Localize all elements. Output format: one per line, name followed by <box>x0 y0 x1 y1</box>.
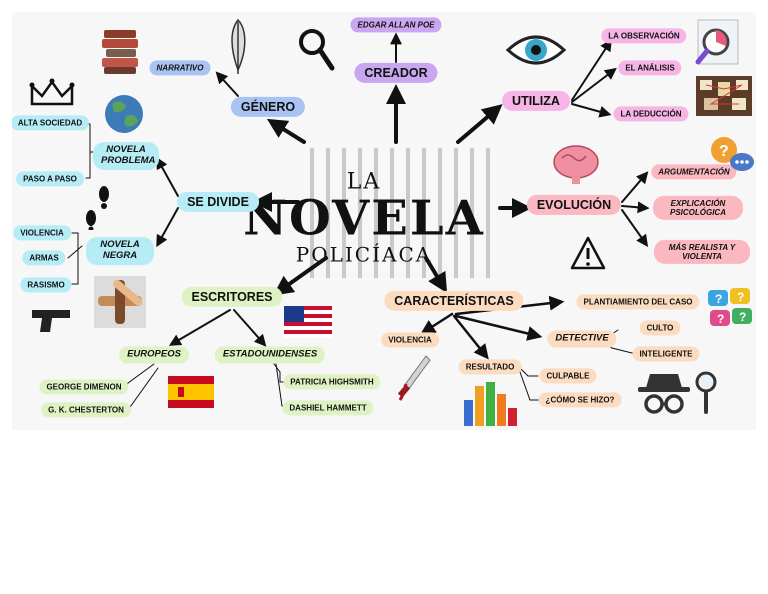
node-estadounidenses: ESTADOUNIDENSES <box>214 346 326 364</box>
node-utiliza: UTILIZA <box>502 90 570 112</box>
magnifying-glass-icon <box>299 29 335 71</box>
question-bubbles-icon: ? ? ? ? <box>708 288 752 326</box>
gun-icon <box>32 310 70 332</box>
svg-text:?: ? <box>739 310 746 324</box>
node-caracteristicas: CARACTERÍSTICAS <box>384 290 524 312</box>
node-europeos: EUROPEOS <box>119 346 189 364</box>
svg-text:?: ? <box>715 292 722 306</box>
node-rasismo: RASISMO <box>20 277 72 293</box>
node-la-deduccion: LA DEDUCCIÓN <box>613 106 689 122</box>
node-alta-sociedad: ALTA SOCIEDAD <box>12 115 90 131</box>
node-novela-negra: NOVELA NEGRA <box>86 237 154 265</box>
svg-text:?: ? <box>737 290 744 304</box>
node-violencia-negra: VIOLENCIA <box>13 225 71 241</box>
eye-icon <box>505 35 567 65</box>
node-culto: CULTO <box>639 320 681 336</box>
node-planteamiento-del-caso: PLANTIAMIENTO DEL CASO <box>576 294 700 310</box>
node-detective: DETECTIVE <box>547 330 617 348</box>
node-argumentacion: ARGUMENTACIÓN <box>651 164 737 180</box>
bar-chart-icon <box>464 382 517 426</box>
node-inteligente: INTELIGENTE <box>632 346 700 362</box>
spain-flag-icon <box>168 376 214 408</box>
books-icon <box>102 30 138 74</box>
node-se-divide: SE DIVIDE <box>177 191 259 213</box>
node-gk-chesterton: G. K. CHESTERTON <box>41 402 131 418</box>
title-article: LA <box>346 169 382 195</box>
node-novela-problema: NOVELA PROBLEMA <box>93 142 159 170</box>
chart-magnifier-icon <box>695 19 739 65</box>
node-como-se-hizo: ¿CÓMO SE HIZO? <box>538 392 622 408</box>
node-genero: GÉNERO <box>230 96 306 118</box>
node-escritores: ESCRITORES <box>181 286 283 308</box>
detective-spy-icon <box>638 374 690 414</box>
node-explicacion-psicologica: EXPLICACIÓN PSICOLÓGICA <box>653 195 743 221</box>
knife-icon <box>397 355 431 401</box>
svg-text:?: ? <box>717 312 724 326</box>
node-patricia-highsmith: PATRICIA HIGHSMITH <box>283 374 381 390</box>
crown-icon <box>29 78 75 106</box>
node-culpable: CULPABLE <box>539 368 597 384</box>
hands-icon <box>94 276 146 328</box>
title-background-lines <box>302 148 502 278</box>
node-armas: ARMAS <box>22 250 66 266</box>
node-mas-realista-y-violenta: MÁS REALISTA Y VIOLENTA <box>654 239 750 265</box>
globe-icon <box>105 95 143 133</box>
brain-icon <box>553 145 599 184</box>
node-edgar-allan-poe: EDGAR ALLAN POE <box>350 17 442 33</box>
node-violencia-caracteristicas: VIOLENCIA <box>381 332 439 348</box>
feather-icon <box>231 18 246 74</box>
usa-flag-icon <box>284 306 332 338</box>
connector-lines <box>67 32 650 411</box>
mind-map-canvas: LA NOVELA POLICÍACA CREADOR EDGAR ALLAN … <box>12 12 756 430</box>
node-evolucion: EVOLUCIÓN <box>526 194 622 216</box>
title-subtitle: POLICÍACA <box>295 242 433 267</box>
node-narrativo: NARRATIVO <box>149 60 211 76</box>
main-title: LA NOVELA POLICÍACA <box>243 170 485 267</box>
node-george-dimenon: GEORGE DIMENON <box>39 379 129 395</box>
node-el-analisis: EL ANÁLISIS <box>618 60 682 76</box>
evidence-board-icon <box>696 76 752 116</box>
title-main-word: NOVELA <box>243 190 485 247</box>
lens-icon <box>695 371 717 414</box>
question-speech-icon: ? <box>711 137 754 171</box>
warning-icon <box>570 236 606 270</box>
svg-text:?: ? <box>719 143 729 160</box>
node-paso-a-paso: PASO A PASO <box>16 171 84 187</box>
node-creador: CREADOR <box>354 62 438 84</box>
node-resultado: RESULTADO <box>458 359 522 375</box>
node-la-observacion: LA OBSERVACIÓN <box>601 28 687 44</box>
node-dashiel-hammett: DASHIEL HAMMETT <box>282 400 374 416</box>
footprints-icon <box>86 186 109 230</box>
